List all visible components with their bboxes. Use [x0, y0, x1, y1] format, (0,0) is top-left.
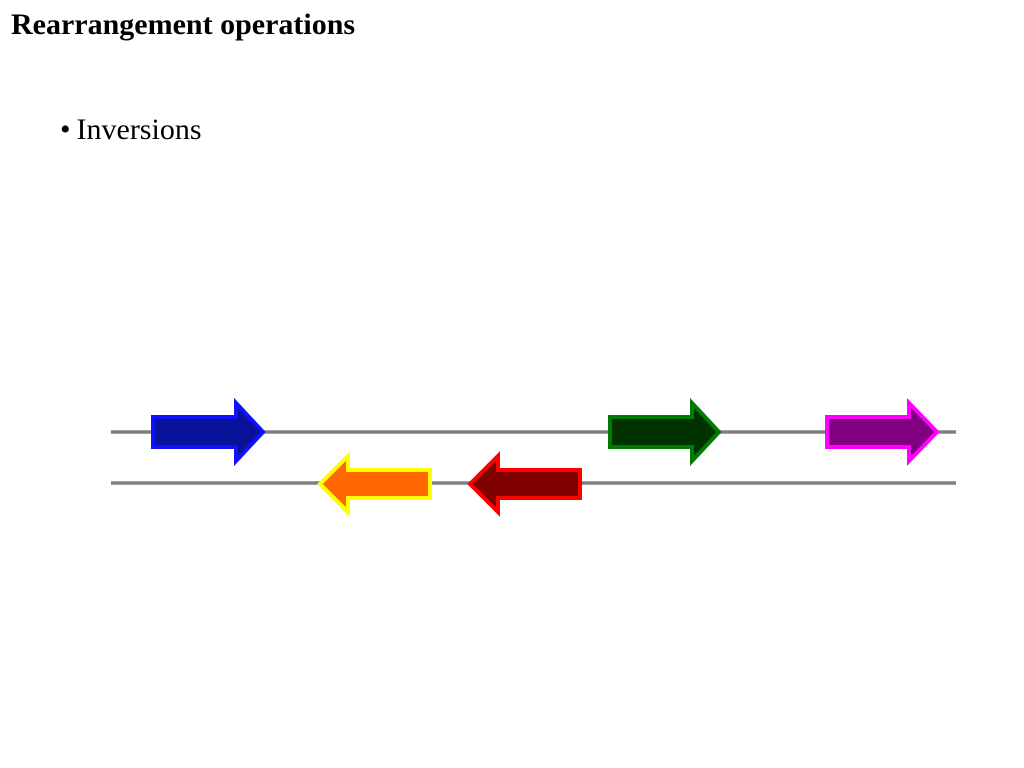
bullet-list: •Inversions	[60, 112, 202, 148]
slide-title: Rearrangement operations	[11, 8, 356, 41]
gene-arrow-magenta	[825, 398, 940, 466]
bullet-item-inversions: •Inversions	[60, 112, 202, 148]
gene-arrow-green	[608, 397, 722, 467]
gene-arrow-blue	[151, 397, 266, 467]
gene-arrow-dark-red	[467, 451, 582, 517]
bullet-text: Inversions	[76, 113, 202, 146]
gene-arrow-orange	[317, 451, 432, 517]
bullet-marker: •	[60, 113, 71, 146]
